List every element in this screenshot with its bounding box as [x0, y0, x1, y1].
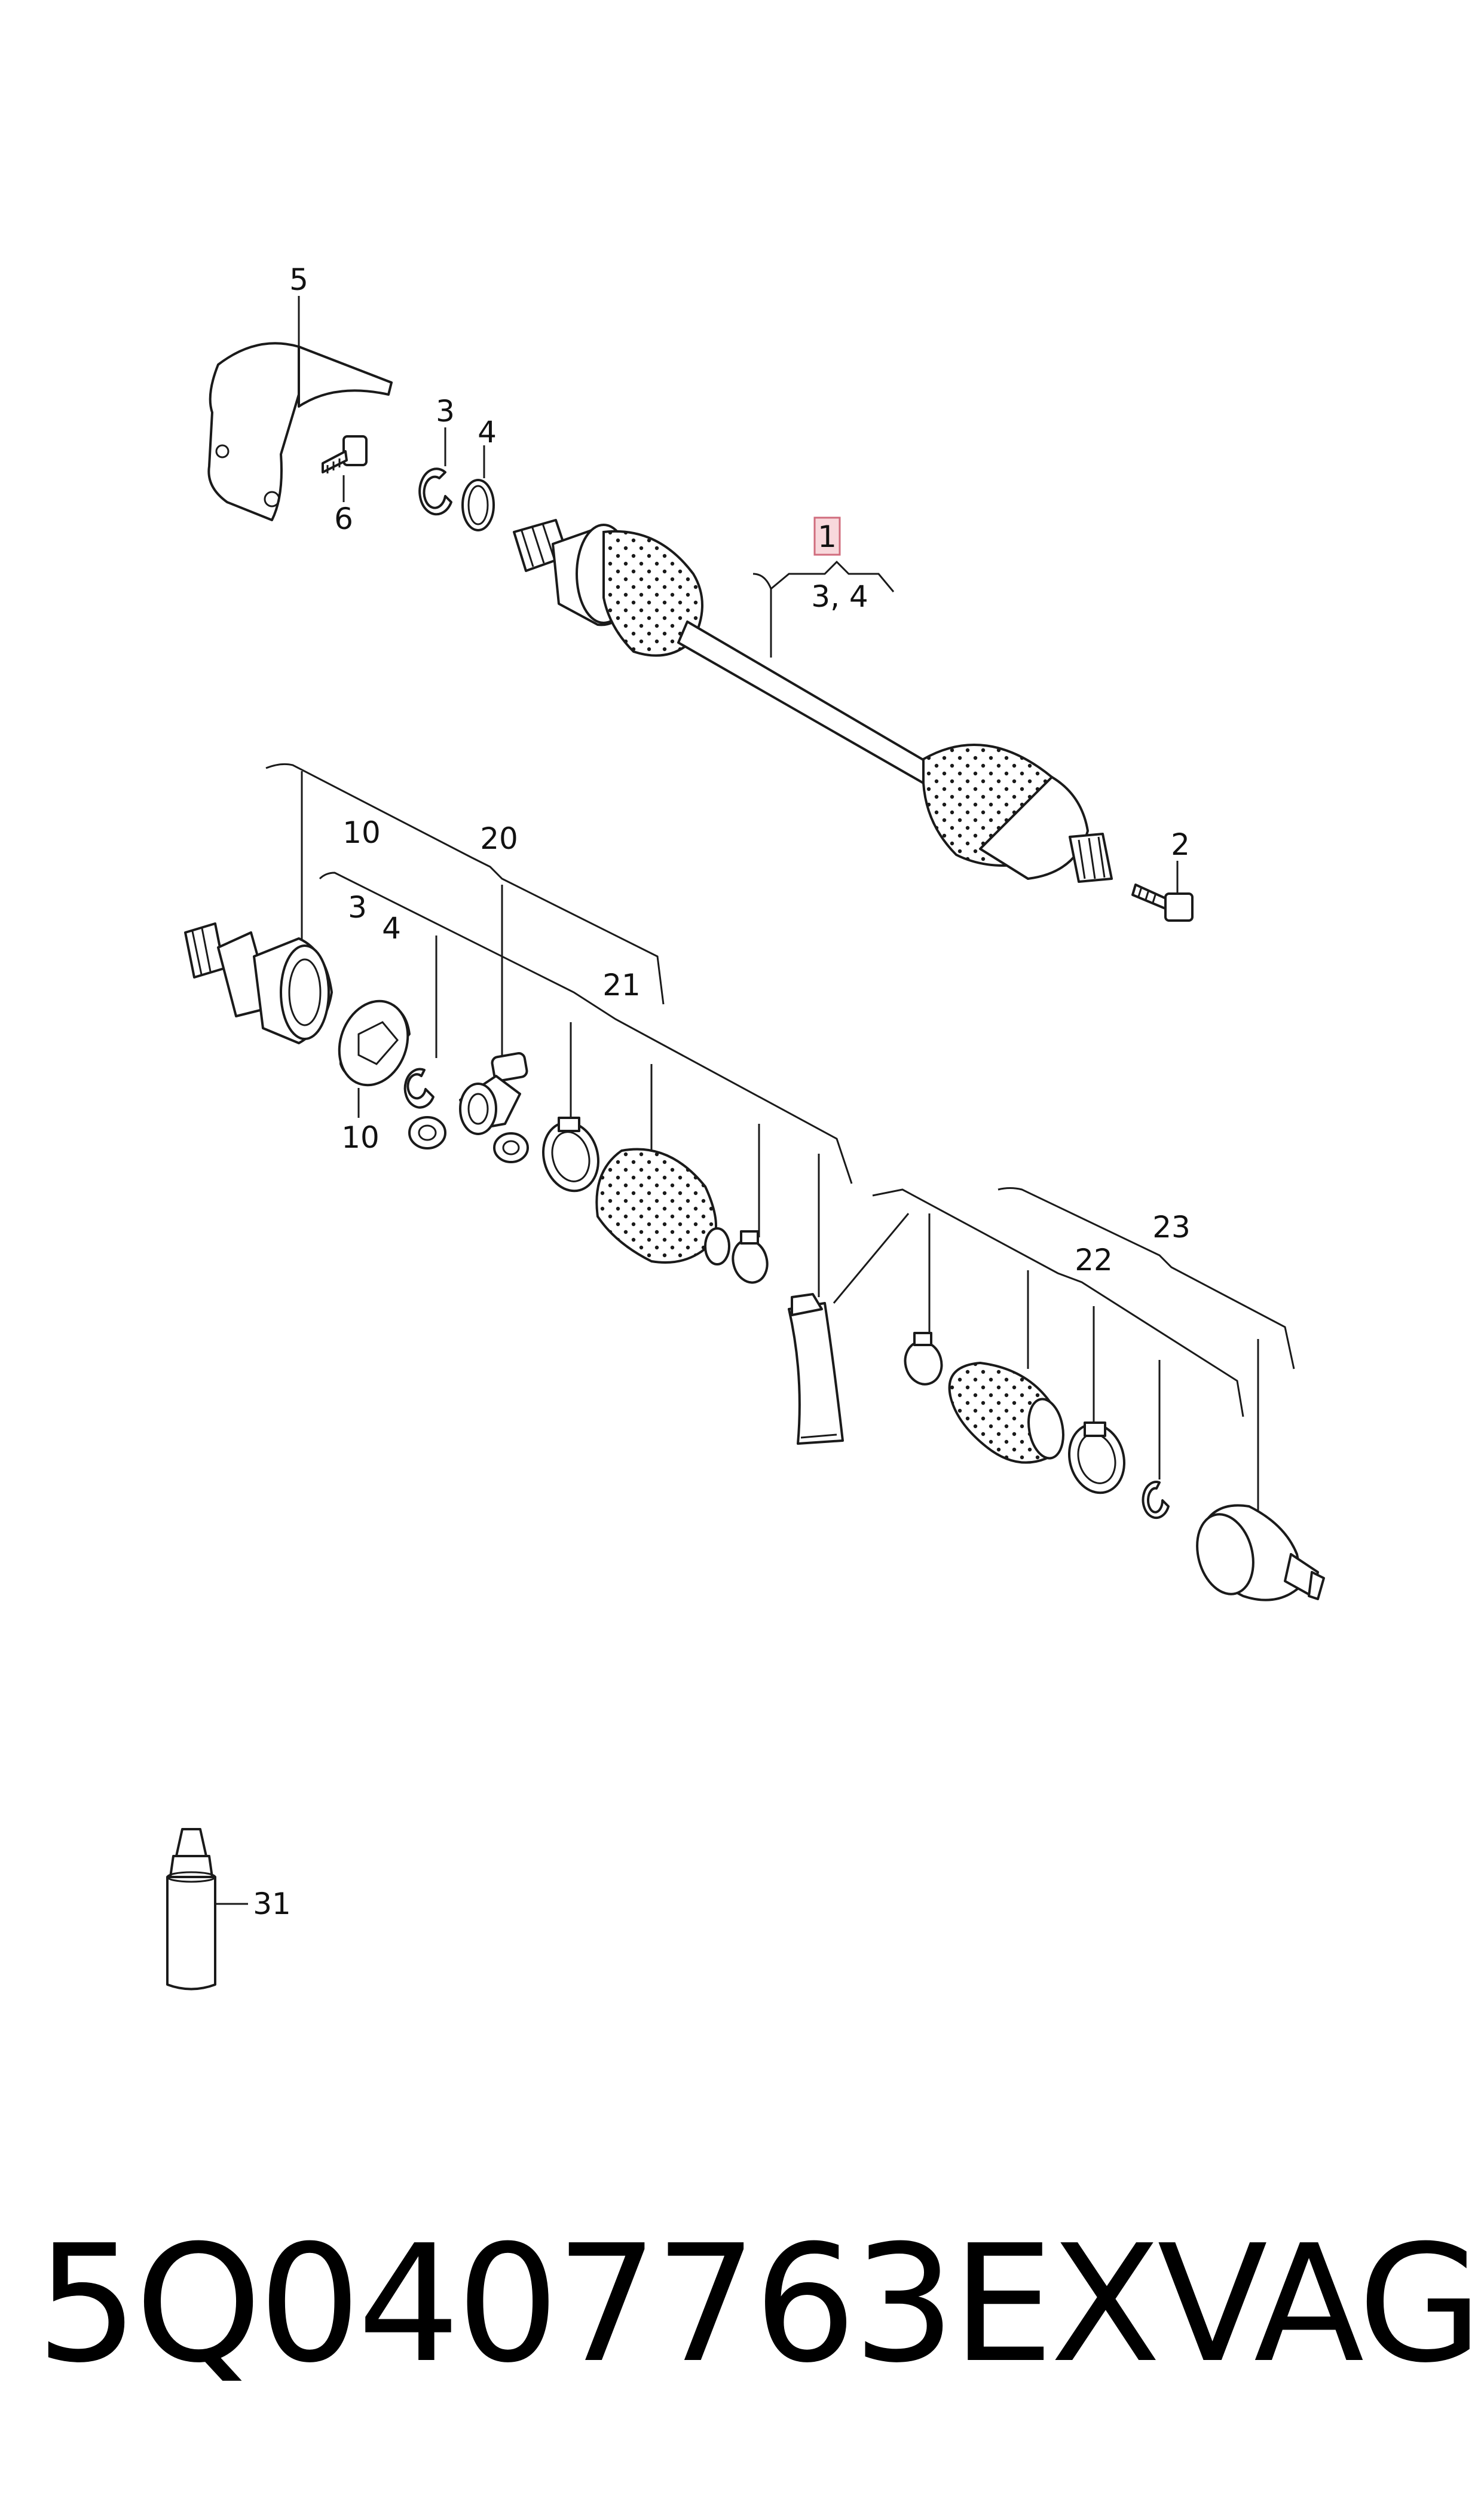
- callout-3-lower: 3: [348, 890, 367, 925]
- callout-4-lower: 4: [382, 911, 401, 946]
- flange-plate-part-10: [338, 999, 411, 1087]
- callout-31: 31: [253, 1887, 291, 1921]
- callout-10-top: 10: [342, 815, 381, 850]
- circlip-part-3-lower: [403, 1068, 435, 1109]
- small-clamp-part-21b: [732, 1230, 769, 1284]
- callout-1: 1: [818, 519, 837, 554]
- callout-6: 6: [334, 502, 353, 536]
- inner-boot-part-21: [595, 1148, 730, 1265]
- callout-22: 22: [1075, 1243, 1113, 1277]
- tripod-roller-part-20: [408, 1052, 529, 1163]
- heat-shield-part: [207, 342, 393, 521]
- callout-1-subparts: 3, 4: [811, 579, 868, 614]
- outer-boot-part-22: [948, 1361, 1064, 1464]
- callout-3: 3: [436, 394, 455, 429]
- callout-2: 2: [1171, 827, 1190, 862]
- callout-4: 4: [478, 415, 497, 450]
- callout-10-bottom: 10: [341, 1120, 380, 1155]
- callout-5: 5: [289, 262, 308, 297]
- exploded-parts-diagram: 5 6 3 4 1 3, 4 2 10 20 3 4 21 10 23 22 3…: [166, 262, 1325, 1991]
- callout-1-highlight: [813, 516, 841, 556]
- outer-joint-part-23: [1196, 1504, 1325, 1601]
- clamp-band-part-21a: [542, 1117, 599, 1193]
- part-number: 5Q0407763EX: [36, 2210, 1161, 2398]
- grease-tube: [788, 1293, 844, 1445]
- ring-part-4: [461, 479, 495, 531]
- callout-20: 20: [480, 821, 518, 856]
- circlip-part-22c: [1142, 1481, 1170, 1520]
- small-clamp-part-22a: [904, 1332, 943, 1386]
- bolt-part-6: [322, 435, 368, 473]
- sealant-bottle-part-31: [166, 1828, 216, 1991]
- brand-name: VAG: [1157, 2210, 1483, 2398]
- callout-21: 21: [602, 968, 641, 1002]
- bolt-part-2: [1131, 883, 1194, 922]
- joint-housing-part-10: [184, 922, 333, 1044]
- callout-23: 23: [1152, 1210, 1191, 1245]
- clamp-band-part-22b: [1068, 1421, 1125, 1494]
- footer-caption: 5Q0407763EX VAG: [36, 2206, 1483, 2403]
- circlip-part-3: [418, 467, 452, 516]
- drive-shaft-assembly: [513, 519, 1113, 883]
